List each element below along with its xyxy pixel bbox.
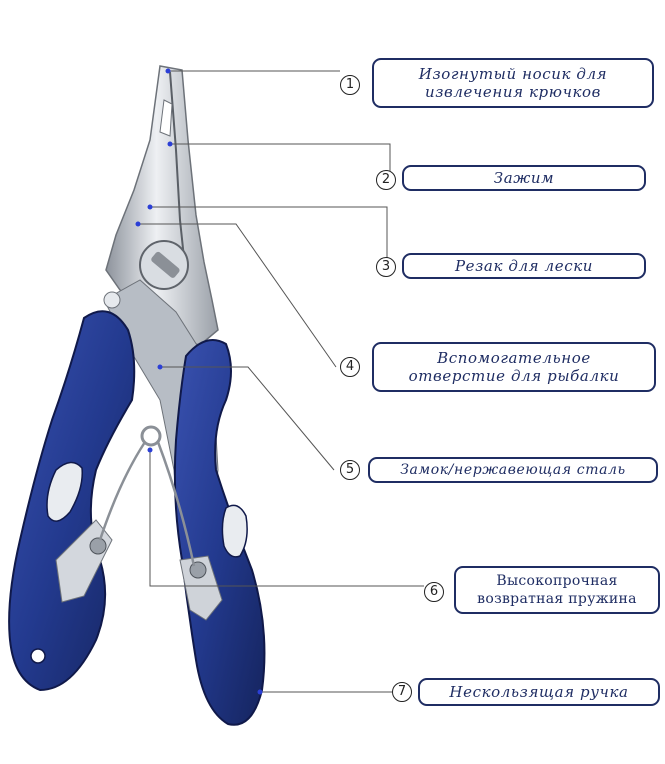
pivot-slot xyxy=(151,251,180,278)
dot-4 xyxy=(135,221,141,227)
callout-number-6: 6 xyxy=(424,582,444,602)
lanyard-hole xyxy=(30,648,46,664)
callout-label-3-line-1: Резак для лески xyxy=(454,257,594,275)
callout-label-2: Зажим xyxy=(402,165,646,191)
leader-2 xyxy=(170,143,391,176)
callout-number-2: 2 xyxy=(376,170,396,190)
dot-7 xyxy=(257,689,263,695)
callout-label-1-line-2: извлечения крючков xyxy=(424,83,602,101)
leader-5 xyxy=(160,366,335,471)
leader-6 xyxy=(149,450,424,587)
dot-2 xyxy=(167,141,173,147)
callout-label-5: Замок/нержавеющая сталь xyxy=(368,457,658,483)
jaw-hole xyxy=(159,99,173,137)
spring-arm-left xyxy=(98,441,147,541)
dot-3 xyxy=(147,204,153,210)
dot-6 xyxy=(147,447,153,453)
right-handle-window xyxy=(221,504,248,558)
callout-label-6-line-2: возвратная пружина xyxy=(477,591,637,607)
callout-number-7: 7 xyxy=(392,682,412,702)
callout-label-6: Высокопрочная возвратная пружина xyxy=(454,566,660,614)
callout-number-3: 3 xyxy=(376,257,396,277)
callout-label-4-line-2: отверстие для рыбалки xyxy=(408,367,620,385)
left-handle-screw xyxy=(89,537,107,555)
callout-number-4: 4 xyxy=(340,357,360,377)
right-handle xyxy=(173,339,266,726)
callout-label-5-line-1: Замок/нержавеющая сталь xyxy=(400,462,626,478)
callout-label-3: Резак для лески xyxy=(402,253,646,279)
callout-label-4: Вспомогательное отверстие для рыбалки xyxy=(372,342,656,392)
callout-label-2-line-1: Зажим xyxy=(493,169,555,187)
dot-1 xyxy=(165,68,171,74)
callout-label-7: Нескользящая ручка xyxy=(418,678,660,706)
spring-arm-right xyxy=(156,441,196,567)
leader-lines xyxy=(138,70,424,693)
callout-label-7-line-1: Нескользящая ручка xyxy=(449,683,629,701)
leader-4 xyxy=(138,223,337,368)
dot-5 xyxy=(157,364,163,370)
callout-label-1: Изогнутый носик для извлечения крючков xyxy=(372,58,654,108)
left-handle-window xyxy=(46,461,83,522)
rivet xyxy=(103,291,121,309)
callout-label-4-line-1: Вспомогательное xyxy=(437,349,591,367)
callout-label-1-line-1: Изогнутый носик для xyxy=(418,65,608,83)
leader-3 xyxy=(150,206,388,263)
jaw-edge xyxy=(169,71,185,259)
callout-number-1: 1 xyxy=(340,75,360,95)
callout-label-6-line-1: Высокопрочная xyxy=(496,573,618,589)
callout-number-5: 5 xyxy=(340,460,360,480)
leader-dots xyxy=(135,68,263,695)
spring-coil xyxy=(140,425,162,447)
